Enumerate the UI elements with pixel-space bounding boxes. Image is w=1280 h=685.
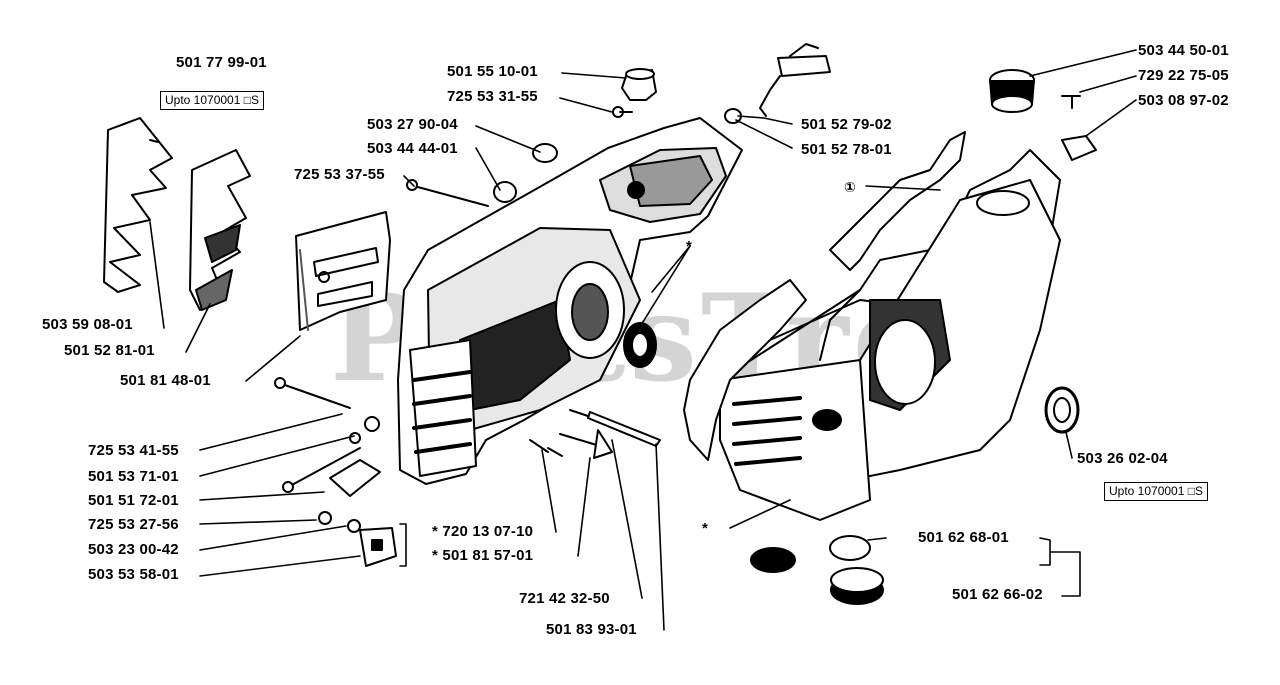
callout-725-53-37-55: 725 53 37-55	[294, 166, 385, 183]
anchor-bolt	[559, 429, 613, 459]
callout-503-27-90-04: 503 27 90-04	[367, 116, 458, 133]
callout-501-83-93-01: 501 83 93-01	[546, 621, 637, 638]
pin-1	[529, 439, 549, 453]
callout-501-62-66-02: 501 62 66-02	[952, 586, 1043, 603]
callout-501-52-79-02: 501 52 79-02	[801, 116, 892, 133]
callout-501-51-72-01: 501 51 72-01	[88, 492, 179, 509]
block-1	[329, 459, 381, 497]
callout-503-44-50-01: 503 44 50-01	[1138, 42, 1229, 59]
callout-501-55-10-01: 501 55 10-01	[447, 63, 538, 80]
screw-3	[282, 447, 361, 493]
bushing	[532, 143, 558, 163]
serial-note-right: Upto 1070001 □S	[1104, 482, 1208, 501]
tank-cap-ring	[829, 535, 871, 561]
crankcase-half-left	[397, 117, 743, 485]
long-screw-1	[406, 179, 489, 207]
gasket	[683, 279, 807, 461]
callout-503-53-58-01: 503 53 58-01	[88, 566, 179, 583]
callout-501-81-48-01: 501 81 48-01	[120, 372, 211, 389]
bracket	[1061, 135, 1097, 161]
rubber-plug	[493, 181, 517, 203]
callout-501-52-78-01: 501 52 78-01	[801, 141, 892, 158]
callout-725-53-41-55: 725 53 41-55	[88, 442, 179, 459]
callout-721-42-32-50: 721 42 32-50	[519, 590, 610, 607]
callout-503-23-00-42: 503 23 00-42	[88, 541, 179, 558]
callout-503-44-44-01: 503 44 44-01	[367, 140, 458, 157]
crankcase-half-right	[719, 149, 1061, 521]
circled-marker-1: ①	[844, 179, 857, 195]
crank-bearing	[623, 322, 657, 368]
asterisk-marker-top: *	[686, 238, 693, 255]
callout-503-26-02-04: 503 26 02-04	[1077, 450, 1168, 467]
guide-plate	[295, 211, 391, 331]
callout-725-53-31-55: 725 53 31-55	[447, 88, 538, 105]
screw-small-1	[612, 106, 633, 118]
screw-small-2	[1061, 95, 1081, 109]
callout-501-52-81-01: 501 52 81-01	[64, 342, 155, 359]
callout-503-59-08-01: 503 59 08-01	[42, 316, 133, 333]
callout-501-77-99-01: 501 77 99-01	[176, 54, 267, 71]
bumper-spike-outer	[103, 117, 173, 293]
bumper-spike-inner	[189, 149, 251, 311]
callout-501-62-68-01: 501 62 68-01	[918, 529, 1009, 546]
callout-729-22-75-05: 729 22 75-05	[1138, 67, 1229, 84]
nut-1	[364, 416, 380, 432]
seal-ring	[1044, 386, 1080, 434]
callout-725-53-27-56: 725 53 27-56	[88, 516, 179, 533]
callout-503-08-97-02: 503 08 97-02	[1138, 92, 1229, 109]
tank-cap-seal	[750, 547, 796, 573]
washer-1	[349, 432, 361, 444]
callout-720-13-07-10: * 720 13 07-10	[432, 523, 534, 540]
callout-501-53-71-01: 501 53 71-01	[88, 468, 179, 485]
chain-catcher	[359, 527, 397, 567]
ignition-module	[759, 43, 831, 117]
asterisk-marker-left: *	[702, 520, 709, 537]
washer-2	[318, 511, 361, 533]
hose	[829, 131, 966, 271]
leader-lines	[149, 49, 1137, 631]
serial-note-left: Upto 1070001 □S	[160, 91, 264, 110]
callout-501-81-57-01: * 501 81 57-01	[432, 547, 534, 564]
plug-cap	[621, 68, 657, 101]
filler-cap	[989, 69, 1035, 113]
long-screw-2	[274, 377, 351, 409]
tank-cap	[830, 567, 884, 605]
